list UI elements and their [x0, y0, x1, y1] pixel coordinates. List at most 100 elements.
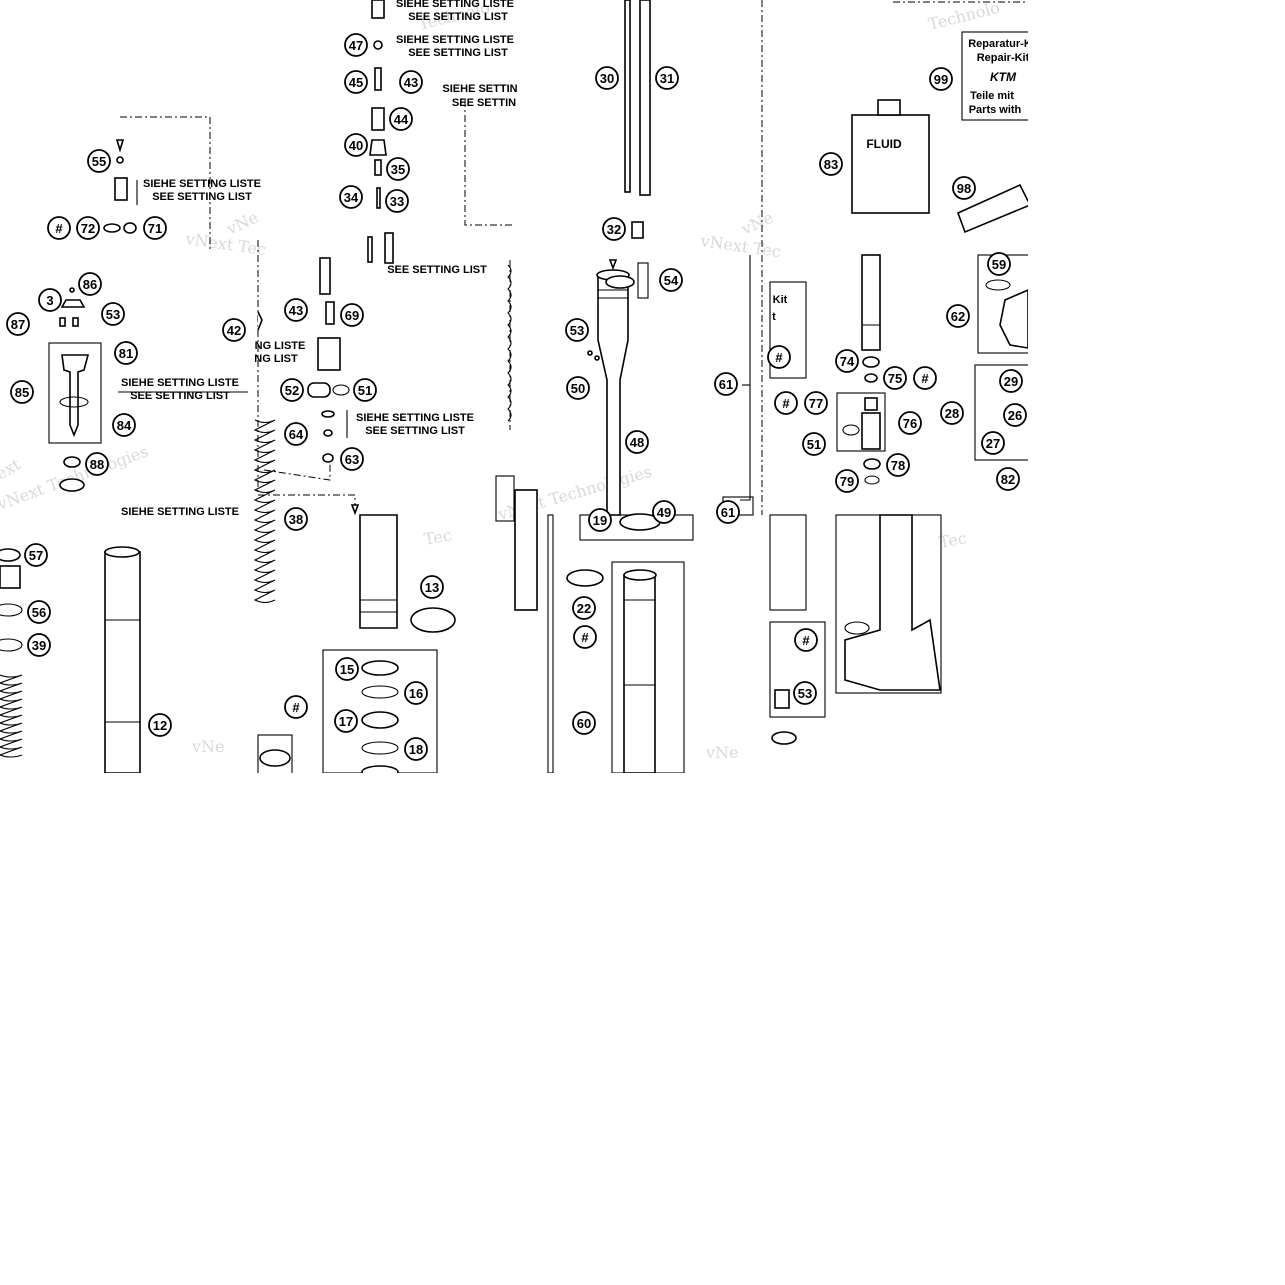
- note-de: SIEHE SETTING LISTE: [396, 0, 514, 10]
- svg-text:29: 29: [1004, 374, 1018, 389]
- callout-75: 75: [883, 366, 907, 390]
- svg-text:83: 83: [824, 157, 838, 172]
- callout-hash: #: [794, 628, 818, 652]
- part-81: [61, 354, 90, 438]
- svg-text:71: 71: [148, 221, 162, 236]
- note-en: NG LIST: [254, 353, 298, 365]
- callout-hash: #: [913, 366, 937, 390]
- svg-text:55: 55: [92, 154, 106, 169]
- repair-kit-line1: Reparatur-K: [968, 38, 1032, 50]
- callout-30: 30: [595, 66, 619, 90]
- svg-text:52: 52: [285, 383, 299, 398]
- svg-text:19: 19: [593, 513, 607, 528]
- svg-text:43: 43: [289, 303, 303, 318]
- repair-kit-brand: KTM: [990, 70, 1017, 84]
- note-de: SIEHE SETTING LISTE: [121, 377, 239, 389]
- callout-72: 72: [76, 216, 100, 240]
- spring-38: [253, 419, 276, 604]
- svg-text:69: 69: [345, 308, 359, 323]
- callout-16: 16: [404, 681, 428, 705]
- callout-81: 81: [114, 341, 138, 365]
- watermark: vNe: [738, 208, 776, 239]
- callout-84: 84: [112, 413, 136, 437]
- box-85: [48, 342, 102, 444]
- svg-text:13: 13: [425, 580, 439, 595]
- callout-15: 15: [335, 657, 359, 681]
- svg-text:16: 16: [409, 686, 423, 701]
- callout-77: 77: [804, 391, 828, 415]
- svg-text:53: 53: [570, 323, 584, 338]
- svg-text:26: 26: [1008, 408, 1022, 423]
- kit-label: Kit: [773, 294, 788, 306]
- svg-text:35: 35: [391, 162, 405, 177]
- svg-text:27: 27: [986, 436, 1000, 451]
- callout-50: 50: [566, 376, 590, 400]
- setting-notes: SIEHE SETTING LISTE SEE SETTING LIST SIE…: [118, 0, 518, 518]
- callout-98: 98: [952, 176, 976, 200]
- callout-57: 57: [24, 543, 48, 567]
- note-de: SIEHE SETTING LISTE: [356, 412, 474, 424]
- svg-text:45: 45: [349, 75, 363, 90]
- note-en: SEE SETTING LIST: [130, 390, 230, 402]
- tube-cartridge: [359, 514, 398, 629]
- callout-hash: #: [573, 625, 597, 649]
- fork-parts: [104, 0, 942, 773]
- spring-lower: [0, 674, 23, 758]
- svg-text:86: 86: [83, 277, 97, 292]
- svg-text:78: 78: [891, 458, 905, 473]
- svg-text:81: 81: [119, 346, 133, 361]
- tube-60: [623, 574, 656, 773]
- callout-55: 55: [87, 149, 111, 173]
- watermark: vNext Technologies: [0, 442, 151, 515]
- callout-79: 79: [835, 469, 859, 493]
- svg-text:59: 59: [992, 257, 1006, 272]
- callout-34: 34: [339, 185, 363, 209]
- callout-61: 61: [716, 500, 740, 524]
- svg-text:39: 39: [32, 638, 46, 653]
- diagram-tiles: vNext Tec vNext Tec Technolo Technolo vN…: [0, 0, 1032, 773]
- boundary-lines: [120, 0, 1028, 515]
- callout-88: 88: [85, 452, 109, 476]
- box-28: [974, 364, 1028, 461]
- callout-26: 26: [1003, 403, 1027, 427]
- svg-text:56: 56: [32, 605, 46, 620]
- svg-text:47: 47: [349, 38, 363, 53]
- svg-text:34: 34: [344, 190, 359, 205]
- callout-59: 59: [987, 252, 1011, 276]
- callout-28: 28: [940, 401, 964, 425]
- callout-35: 35: [386, 157, 410, 181]
- callout-38: 38: [284, 507, 308, 531]
- watermark: Tec: [422, 525, 453, 549]
- callout-99: 99: [929, 67, 953, 91]
- note-en: SEE SETTING LIST: [365, 425, 465, 437]
- box-15-18: [322, 649, 438, 773]
- note-en: SEE SETTIN: [452, 97, 516, 109]
- svg-text:61: 61: [721, 505, 735, 520]
- fluid-label: FLUID: [866, 137, 902, 151]
- svg-text:85: 85: [15, 385, 29, 400]
- watermark: vNe: [705, 743, 739, 762]
- fork-foot: [844, 514, 941, 691]
- callout-64: 64: [284, 422, 308, 446]
- callout-44: 44: [389, 107, 413, 131]
- svg-text:44: 44: [394, 112, 409, 127]
- kit-label2: t: [772, 311, 776, 323]
- spring-side: [507, 264, 512, 422]
- svg-text:60: 60: [577, 716, 591, 731]
- note-de: SIEHE SETTING LISTE: [121, 506, 239, 518]
- callout-48: 48: [625, 430, 649, 454]
- callout-29: 29: [999, 369, 1023, 393]
- watermark: Tec: [937, 528, 968, 552]
- callout-86: 86: [78, 272, 102, 296]
- callout-74: 74: [835, 349, 859, 373]
- note-de: SIEHE SETTIN: [442, 83, 517, 95]
- callout-27: 27: [981, 431, 1005, 455]
- svg-text:#: #: [921, 371, 929, 386]
- grease-tube: [956, 183, 1028, 234]
- callout-32: 32: [602, 217, 626, 241]
- callout-12: 12: [148, 713, 172, 737]
- svg-text:42: 42: [227, 323, 241, 338]
- callout-hash: #: [774, 391, 798, 415]
- repair-kit-line4: Parts with: [969, 104, 1022, 116]
